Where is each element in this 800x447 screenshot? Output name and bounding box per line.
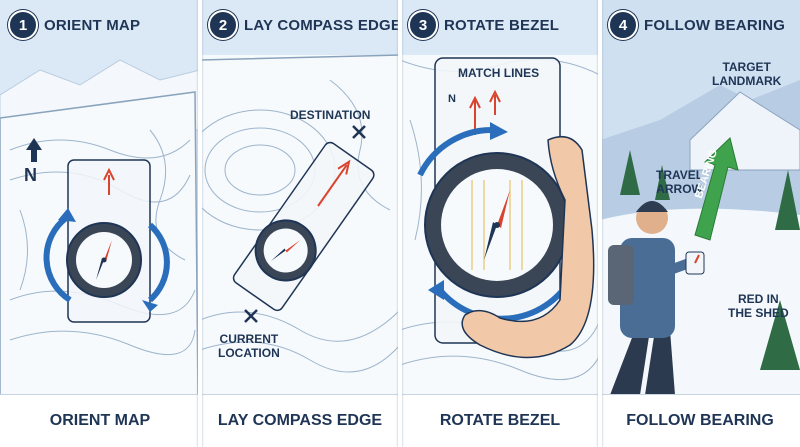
hand-illustration bbox=[461, 135, 595, 359]
panel-orient-map: 1 ORIENT MAP N ORIENT MAP bbox=[0, 0, 200, 447]
panel-divider bbox=[598, 0, 602, 447]
current-location-mark-icon bbox=[244, 309, 258, 323]
rotate-bezel-illustration bbox=[400, 0, 600, 447]
step-header: 1 ORIENT MAP bbox=[8, 8, 140, 42]
step-title: ROTATE BEZEL bbox=[444, 16, 560, 34]
step-header: 2 LAY COMPASS EDGE bbox=[208, 8, 400, 42]
panel-rotate-bezel: 3 ROTATE BEZEL MATCH LINES N ROTATE BEZE… bbox=[400, 0, 600, 447]
step-header: 3 ROTATE BEZEL bbox=[408, 8, 559, 42]
step-number-badge: 4 bbox=[608, 10, 638, 40]
step-header: 4 FOLLOW BEARING bbox=[608, 8, 785, 42]
panel-divider bbox=[398, 0, 402, 447]
step-caption: ROTATE BEZEL bbox=[400, 394, 600, 447]
red-in-the-shed-label: RED IN THE SHED bbox=[728, 292, 789, 320]
step-caption: ORIENT MAP bbox=[0, 394, 200, 447]
step-number-badge: 1 bbox=[8, 10, 38, 40]
north-label: N bbox=[448, 93, 456, 105]
lay-compass-illustration bbox=[200, 0, 400, 447]
orient-map-illustration bbox=[0, 0, 200, 447]
step-number-badge: 3 bbox=[408, 10, 438, 40]
rotate-arrow-bottom bbox=[437, 278, 573, 322]
match-lines-label: MATCH LINES bbox=[458, 66, 540, 80]
baseplate-compass bbox=[424, 57, 570, 344]
destination-mark-icon bbox=[352, 125, 366, 139]
target-landmark-label: TARGET LANDMARK bbox=[712, 60, 782, 88]
step-caption: FOLLOW BEARING bbox=[600, 394, 800, 447]
north-label: N bbox=[24, 165, 37, 185]
travel-arrow-label: TRAVEL ARROW bbox=[656, 168, 704, 196]
baseplate-compass bbox=[232, 141, 375, 312]
rotate-arrow-top bbox=[417, 126, 496, 177]
bearing-arrow-icon bbox=[694, 137, 739, 241]
panel-divider bbox=[198, 0, 202, 447]
destination-label: DESTINATION bbox=[290, 108, 371, 122]
step-title: LAY COMPASS EDGE bbox=[244, 16, 400, 34]
baseplate-compass bbox=[66, 159, 151, 323]
current-location-label: CURRENT LOCATION bbox=[218, 332, 280, 360]
rotate-arrow-right bbox=[147, 222, 170, 303]
follow-bearing-illustration bbox=[600, 0, 800, 447]
trees bbox=[620, 150, 800, 370]
rotate-arrow-left bbox=[43, 215, 72, 303]
north-arrow-icon bbox=[26, 138, 42, 162]
panel-lay-compass-edge: 2 LAY COMPASS EDGE DESTINATION CURRENT L… bbox=[200, 0, 400, 447]
step-title: ORIENT MAP bbox=[44, 16, 141, 34]
step-caption: LAY COMPASS EDGE bbox=[200, 394, 400, 447]
panel-follow-bearing: 4 FOLLOW BEARING TARGET LANDMARK TRAVEL … bbox=[600, 0, 800, 447]
hiker-illustration bbox=[608, 201, 705, 395]
step-number-badge: 2 bbox=[208, 10, 238, 40]
step-title: FOLLOW BEARING bbox=[644, 16, 786, 34]
